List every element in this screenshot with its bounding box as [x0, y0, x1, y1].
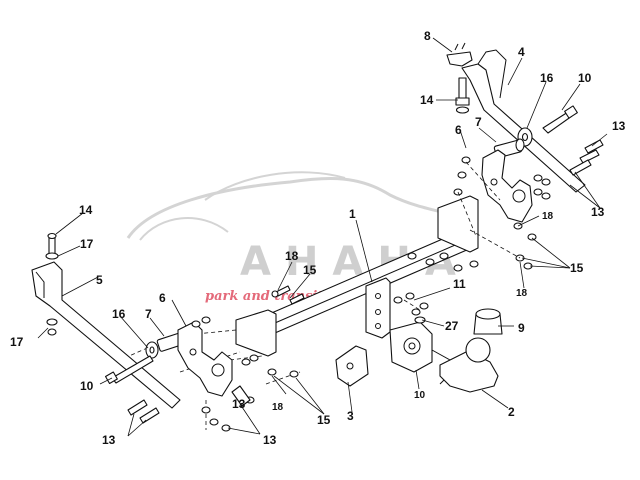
callout-8: 8	[424, 29, 431, 43]
callout-13-center: 13	[263, 433, 277, 447]
callout-14-right: 14	[420, 93, 434, 107]
callout-1: 1	[349, 207, 356, 221]
callout-9: 9	[518, 321, 525, 335]
callout-18-center: 18	[285, 249, 299, 263]
callout-5: 5	[96, 273, 103, 287]
callout-7-left: 7	[145, 307, 152, 321]
callout-6-left: 6	[159, 291, 166, 305]
nuts-bar-cluster	[393, 252, 479, 316]
washer-27	[414, 316, 426, 324]
mount-plate-6-left	[177, 321, 233, 397]
callout-7-right: 7	[475, 115, 482, 129]
callout-15-right: 15	[570, 261, 584, 275]
callout-11: 11	[453, 277, 466, 291]
side-arm-5	[31, 261, 181, 409]
nut-17-left-bottom	[46, 318, 58, 336]
callout-10-left: 10	[80, 379, 94, 393]
callout-17-left-top: 17	[80, 237, 94, 251]
callout-13-right: 13	[591, 205, 605, 219]
callout-15-center: 15	[303, 263, 317, 277]
callout-27: 27	[445, 319, 459, 333]
callout-10-socket: 10	[414, 390, 426, 401]
callout-15-left: 15	[317, 413, 331, 427]
bolt-10-right	[542, 105, 578, 134]
ball-cap-9	[473, 308, 503, 335]
tow-ball-neck-2	[439, 337, 499, 393]
callout-13-center-top: 13	[232, 397, 246, 411]
watermark-car-outline	[126, 176, 471, 239]
callout-13-left: 13	[102, 433, 116, 447]
callout-13-right-top: 13	[612, 119, 626, 133]
callout-14-left: 14	[79, 203, 93, 217]
callout-18-right-top: 18	[542, 211, 554, 222]
leader-lines	[37, 37, 608, 437]
side-arm-4	[461, 49, 586, 193]
callout-10-right: 10	[578, 71, 592, 85]
washer-16-left	[145, 341, 159, 359]
mount-plate-6-right	[481, 149, 533, 223]
callout-18-right: 18	[516, 288, 528, 299]
callout-4: 4	[518, 45, 525, 59]
nuts-left-cluster	[127, 316, 299, 432]
bolts-15-center	[271, 285, 305, 305]
bolt-14-right	[455, 77, 470, 114]
bolt-14-left	[45, 232, 59, 260]
callout-3: 3	[347, 409, 354, 423]
callout-16-left: 16	[112, 307, 126, 321]
callout-6-right: 6	[455, 123, 462, 137]
watermark: AHAHA park and transit	[126, 171, 471, 304]
part-callouts: 8 4 16 10 14 13 7 6 13 18 15 18 1 11 27 …	[10, 29, 626, 447]
callout-18-left: 18	[272, 402, 284, 413]
watermark-car-roof	[204, 171, 346, 201]
callout-16-right: 16	[540, 71, 554, 85]
bracket-8	[446, 42, 473, 67]
watermark-car-wheel-arch	[139, 217, 229, 241]
crossbar-1	[235, 195, 479, 357]
bolts-13-right	[569, 139, 604, 176]
callout-17-left-bottom: 17	[10, 335, 24, 349]
socket-bracket-3	[335, 345, 369, 387]
callout-2: 2	[508, 405, 515, 419]
